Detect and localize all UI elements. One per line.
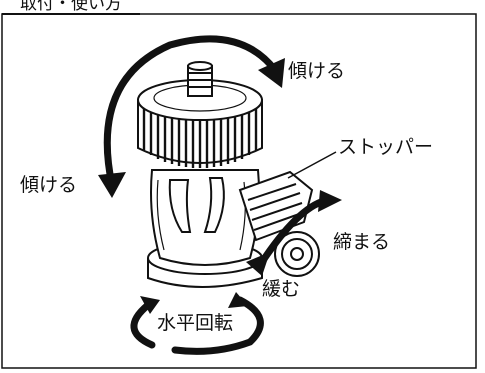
label-loosen: 緩む (262, 278, 301, 300)
label-tighten: 締まる (333, 231, 391, 253)
rotation-arrowhead-top (140, 296, 160, 314)
tripod-screw (187, 61, 213, 97)
tilt-arc (103, 35, 279, 189)
tilt-arrowhead-left (98, 172, 126, 198)
label-stopper: ストッパー (338, 136, 434, 158)
loosen-arrowhead (246, 252, 270, 276)
label-horizontal-rotation: 水平回転 (157, 312, 234, 334)
rotation-arrowhead-right (228, 292, 248, 308)
rotation-arc-right (171, 296, 264, 355)
ball-body (150, 169, 260, 266)
stopper-knob (274, 231, 320, 277)
label-tilt-left: 傾ける (20, 174, 78, 196)
label-tilt-top: 傾ける (288, 60, 346, 82)
header-title: 取付・使い方 (20, 0, 122, 14)
stopper-leader-line (287, 151, 337, 179)
rotation-arc-left (130, 301, 156, 349)
tilt-arrowhead-right (258, 58, 285, 88)
top-knob (137, 79, 263, 168)
frame-border (1, 13, 477, 369)
tighten-arrowhead (318, 190, 342, 212)
